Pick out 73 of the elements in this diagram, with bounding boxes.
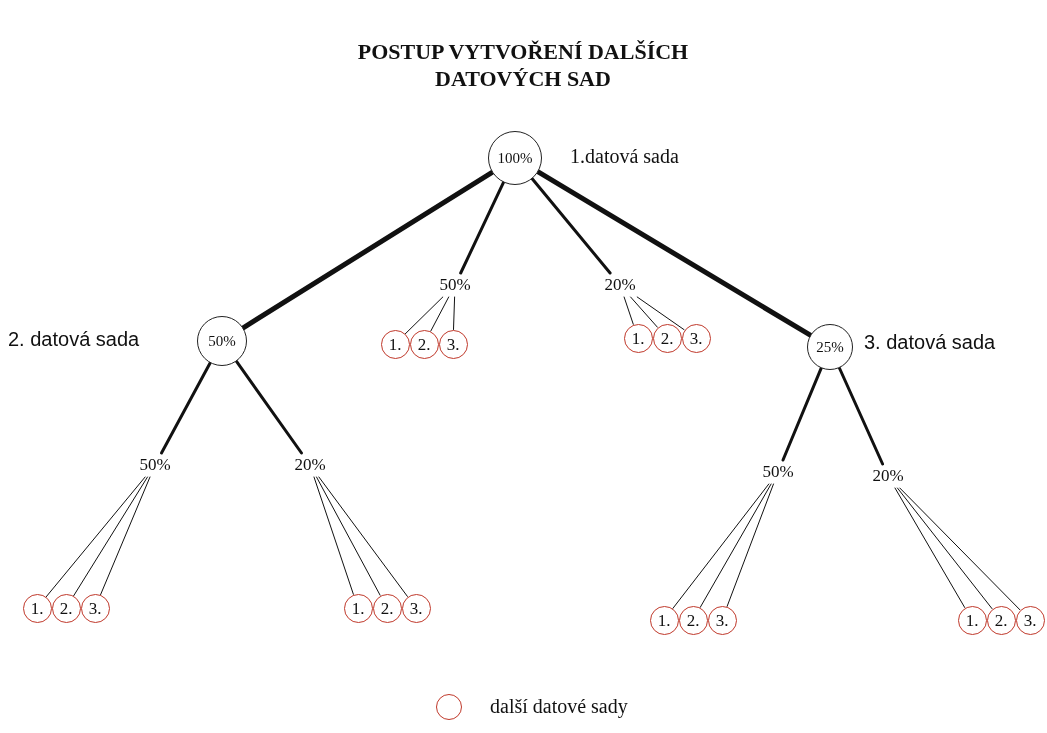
connector-line — [636, 296, 685, 331]
connector-line — [726, 483, 774, 607]
percent-value: 50% — [208, 333, 236, 349]
connector-line — [896, 487, 993, 610]
dataset-number: 2. — [380, 599, 394, 617]
dataset-circle — [80, 593, 110, 623]
connector-line — [535, 169, 813, 338]
dataset-number: 3. — [715, 611, 729, 629]
dataset-circle — [707, 605, 737, 635]
dataset-circle — [678, 605, 708, 635]
dataset-number: 3. — [409, 599, 423, 617]
dataset-caption: 2. datová sada — [8, 327, 140, 351]
connector-line — [316, 476, 381, 596]
dataset-number: 1. — [351, 599, 365, 617]
connector-line — [404, 296, 444, 335]
dataset-circle — [681, 323, 711, 353]
dataset-circle — [986, 605, 1016, 635]
connector-line — [630, 296, 658, 328]
dataset-circle — [438, 329, 468, 359]
dataset-number: 2. — [994, 611, 1008, 629]
dataset-circle — [623, 323, 653, 353]
dataset-number: 2. — [686, 611, 700, 629]
dataset-number: 1. — [631, 329, 645, 347]
diagram-title: POSTUP VYTVOŘENÍ DALŠÍCH DATOVÝCH SAD — [356, 38, 690, 92]
connector-line — [45, 476, 146, 598]
connector-line — [699, 483, 772, 608]
connector-line — [313, 476, 354, 595]
dataset-number: 3. — [88, 599, 102, 617]
dataset-circle — [957, 605, 987, 635]
dataset-number: 3. — [446, 335, 460, 353]
dataset-number: 1. — [30, 599, 44, 617]
connector-line — [453, 296, 456, 330]
dataset-number: 1. — [965, 611, 979, 629]
dataset-circle — [409, 329, 439, 359]
connector-line — [100, 476, 151, 596]
dataset-number: 2. — [417, 335, 431, 353]
dataset-number: 2. — [660, 329, 674, 347]
connector-line — [781, 366, 823, 462]
dataset-circle — [372, 593, 402, 623]
connector-line — [160, 361, 212, 455]
connector-line — [240, 169, 495, 331]
connector-line — [430, 296, 450, 332]
dataset-number: 1. — [388, 335, 402, 353]
connector-line — [530, 177, 612, 275]
legend-label: další datové sady — [490, 694, 628, 718]
dataset-number: 1. — [657, 611, 671, 629]
connector-line — [235, 359, 303, 455]
dataset-circle — [1015, 605, 1045, 635]
dataset-caption: 3. datová sada — [864, 330, 996, 354]
connector-line — [894, 487, 966, 608]
dataset-circle — [652, 323, 682, 353]
percent-circle — [807, 324, 853, 370]
connector-line — [837, 366, 885, 466]
percent-circle — [197, 316, 247, 366]
dataset-number: 3. — [689, 329, 703, 347]
dataset-circle — [22, 593, 52, 623]
percent-value: 100% — [497, 150, 533, 166]
connector-line — [672, 483, 770, 609]
dataset-number: 3. — [1023, 611, 1037, 629]
connector-line — [318, 476, 408, 597]
percent-value: 25% — [816, 339, 844, 355]
connector-line — [459, 180, 505, 275]
dataset-circle — [380, 329, 410, 359]
connector-line — [73, 476, 148, 597]
dataset-number: 2. — [59, 599, 73, 617]
connector-line — [899, 487, 1021, 611]
dataset-circle — [401, 593, 431, 623]
dataset-caption: 1.datová sada — [570, 144, 679, 168]
connector-line — [623, 296, 634, 325]
dataset-circle — [343, 593, 373, 623]
dataset-circle — [649, 605, 679, 635]
percent-circle — [488, 131, 542, 185]
dataset-circle — [51, 593, 81, 623]
